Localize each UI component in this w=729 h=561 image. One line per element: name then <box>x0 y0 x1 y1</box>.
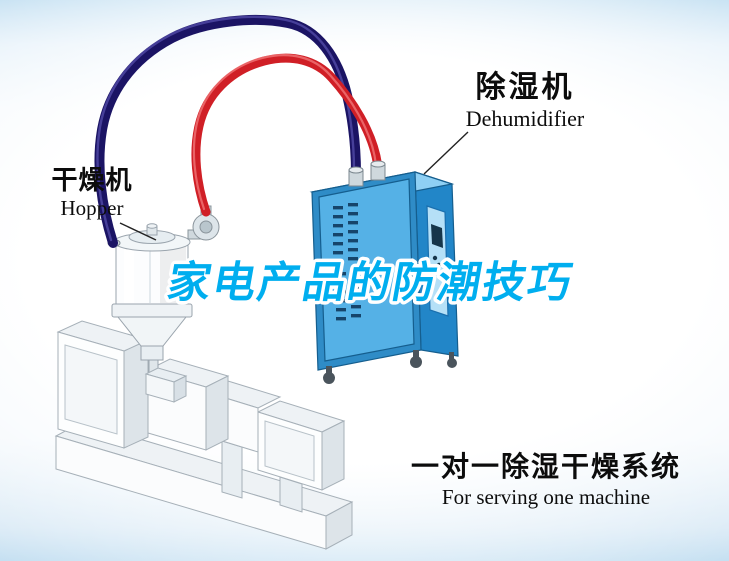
caster-wheels-icon <box>323 350 457 384</box>
vent-slot <box>336 299 346 303</box>
hot-air-hose-sheen <box>192 54 378 211</box>
extruder-machine-icon <box>56 321 352 549</box>
vent-slot <box>333 242 343 246</box>
vent-slot <box>336 281 346 285</box>
dehumidifier-leader-line <box>423 131 469 175</box>
hopper-label-en: Hopper <box>60 196 124 221</box>
display-icon <box>431 224 443 248</box>
vent-slot <box>351 269 361 273</box>
vent-slot <box>336 290 346 294</box>
vent-slot <box>351 314 361 318</box>
vent-slot <box>348 212 358 216</box>
vent-slot <box>333 215 343 219</box>
watermark-title: 家电产品的防潮技巧 <box>164 259 577 307</box>
vent-slot <box>333 206 343 210</box>
vent-slot <box>336 308 346 312</box>
system-caption-en: For serving one machine <box>441 485 651 510</box>
vent-slot <box>336 272 346 276</box>
panel-button-icon <box>436 262 442 268</box>
feed-chute-icon <box>146 368 186 402</box>
vent-slot <box>333 233 343 237</box>
vent-slot <box>351 296 361 300</box>
vent-slot <box>348 239 358 243</box>
hose-connectors-icon <box>349 161 385 186</box>
hopper-label: 干燥机 Hopper <box>48 165 136 221</box>
hopper-leader-line <box>119 222 157 241</box>
vent-slot <box>351 287 361 291</box>
vent-slot <box>348 221 358 225</box>
dehumidifier-label-zh: 除湿机 <box>475 71 575 104</box>
vent-slot <box>348 203 358 207</box>
vent-slot <box>348 257 358 261</box>
vent-slot <box>348 230 358 234</box>
vent-slot <box>336 317 346 321</box>
hopper-label-zh: 干燥机 <box>51 165 133 195</box>
dehumidifier-label-en: Dehumidifier <box>465 105 585 131</box>
dehumidifier-label: 除湿机 Dehumidifier <box>452 72 598 130</box>
vent-slot <box>348 248 358 252</box>
vent-slot <box>333 260 343 264</box>
dehumidifier-cabinet-icon <box>312 172 458 370</box>
panel-button-icon <box>432 255 438 261</box>
vent-slot <box>333 251 343 255</box>
vent-slot <box>333 224 343 228</box>
vent-grid-icon <box>333 203 361 321</box>
system-caption-zh: 一对一除湿干燥系统 <box>410 451 681 482</box>
vent-slot <box>351 305 361 309</box>
vent-slot <box>351 278 361 282</box>
system-caption: 一对一除湿干燥系统 For serving one machine <box>399 451 693 510</box>
